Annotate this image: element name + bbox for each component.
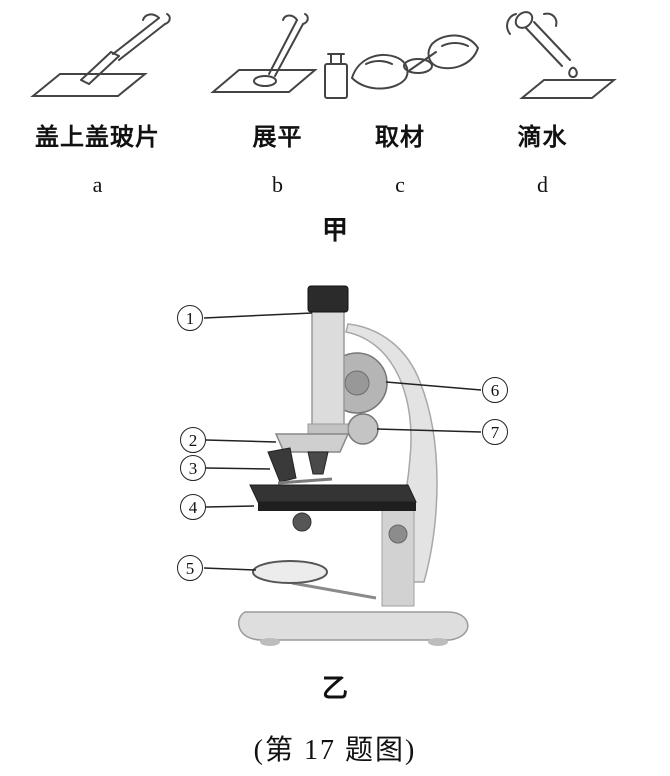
step-letter-c: c [395, 172, 405, 197]
step-d-illustration [470, 8, 617, 113]
group-label-jia: 甲 [321, 216, 348, 245]
step-caption-b: 展平 [252, 125, 303, 151]
coarse-focus-knob-center [344, 370, 370, 396]
base-foot [260, 638, 280, 646]
objective-lens-right [307, 451, 329, 475]
step-caption-c: 取材 [375, 125, 425, 151]
step-letter-b: b [272, 172, 283, 197]
step-block-d: 滴水 d [470, 8, 617, 198]
eyepiece [307, 285, 349, 313]
tube-collar [307, 423, 349, 435]
body-tube [311, 309, 345, 431]
leader-lines [203, 312, 482, 571]
fine-focus-knob [347, 413, 379, 445]
part-label-3: 3 [180, 455, 206, 481]
base-foot [428, 638, 448, 646]
inclination-screw [388, 524, 408, 544]
step-block-c: 取材 c [340, 8, 480, 198]
step-letter-d: d [537, 172, 548, 197]
step-b-illustration [205, 8, 350, 113]
stage [249, 484, 417, 503]
microscope-figure [150, 280, 520, 680]
part-label-5: 5 [177, 555, 203, 581]
part-label-1: 1 [177, 305, 203, 331]
microscope-pillar [381, 509, 415, 607]
revolving-nosepiece [274, 433, 350, 453]
part-label-4: 4 [180, 494, 206, 520]
mirror-bracket [291, 581, 377, 600]
group-label-yi: 乙 [321, 674, 348, 703]
diaphragm [292, 512, 312, 532]
step-letter-a: a [92, 172, 103, 197]
figure-caption: (第 17 题图) [253, 735, 417, 766]
stage-clip [277, 477, 333, 485]
part-label-7: 7 [482, 419, 508, 445]
mirror [252, 560, 328, 584]
step-a-illustration [15, 8, 180, 113]
microscope-base [237, 611, 469, 641]
part-label-2: 2 [180, 427, 206, 453]
microscope-illustration [203, 285, 482, 646]
step-block-b: 展平 b [205, 8, 350, 198]
stage-edge [258, 502, 416, 511]
part-label-6: 6 [482, 377, 508, 403]
step-caption-d: 滴水 [517, 125, 568, 151]
step-c-illustration [340, 8, 480, 113]
objective-lens-left [267, 447, 297, 483]
step-caption-a: 盖上盖玻片 [35, 125, 160, 151]
step-block-a: 盖上盖玻片 a [15, 8, 180, 198]
